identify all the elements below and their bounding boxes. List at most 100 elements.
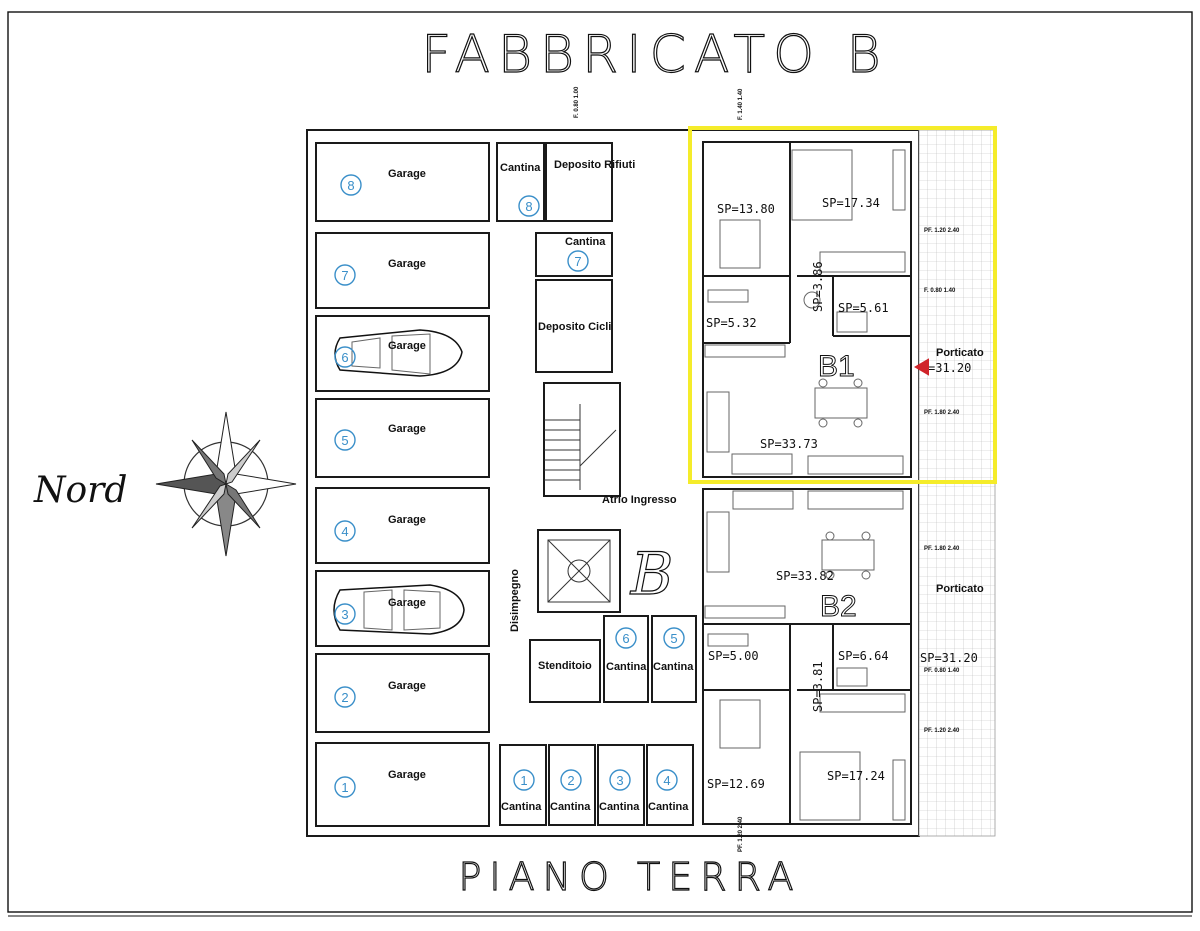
cantina-7-room (535, 232, 613, 277)
unit-b1-area-camera1: SP=17.34 (822, 196, 880, 210)
cantina-1-room (499, 744, 547, 826)
cantina-4-label: Cantina (648, 801, 689, 813)
cantina-2-number: 2 (567, 773, 574, 788)
unit-b2-area-camera2: SP=12.69 (707, 777, 765, 791)
window-mark: PF. 1.20 2.40 (738, 816, 744, 852)
cantina-3-room (597, 744, 645, 826)
unit-b2-area-bagno1: SP=6.64 (838, 649, 889, 663)
unit-b2-area-bagno2: SP=5.00 (708, 649, 759, 663)
unit-b1-porticato-label: Porticato (936, 347, 984, 359)
unit-b2-area-camera1: SP=17.24 (827, 769, 885, 783)
cantina-4-room (646, 744, 694, 826)
garage-number: 6 (341, 350, 348, 365)
compass-label: Nord (33, 470, 127, 511)
core-letter: B (630, 540, 674, 608)
garage-number: 2 (341, 690, 348, 705)
garage-number: 4 (341, 524, 348, 539)
cantina-8-room (496, 142, 545, 222)
garage-number: 3 (341, 607, 348, 622)
elevator-icon (537, 529, 621, 613)
stenditoio-room (529, 639, 601, 703)
car-icon (333, 584, 465, 635)
cantina-7-number: 7 (574, 254, 581, 269)
unit-b2-area-soggiorno: SP=33.82 (776, 569, 834, 583)
unit-b1-area-soggiorno: SP=33.73 (760, 437, 818, 451)
garage-number: 8 (347, 178, 354, 193)
deposito-cicli-room (535, 279, 613, 373)
unit-b1-highlight (688, 126, 997, 484)
unit-b1-area-bagno2: SP=5.32 (706, 316, 757, 330)
garage-label: Garage (388, 514, 426, 526)
cantina-5-label: Cantina (653, 661, 694, 673)
stenditoio-label: Stenditoio (538, 660, 592, 672)
cantina-3-label: Cantina (599, 801, 640, 813)
cantina-5-room (651, 615, 697, 703)
unit-b2-porticato-area: SP=31.20 (920, 651, 978, 665)
unit-b1-area-camera2: SP=13.80 (717, 202, 775, 216)
cantina-6-room (603, 615, 649, 703)
atrio-label: Atrio Ingresso (602, 494, 677, 506)
unit-b1-area-bagno1: SP=5.61 (838, 301, 889, 315)
disimpegno-label: Disimpegno (509, 569, 521, 632)
garage-number: 7 (341, 268, 348, 283)
garage-label: Garage (388, 168, 426, 180)
unit-b2-area-disimpegno: SP=3.81 (811, 661, 825, 712)
garage-5: Garage 5 (334, 423, 426, 451)
unit-b2-walls (703, 623, 911, 824)
unit-b2-name: B2 (820, 590, 857, 623)
unit-b2-shell (702, 488, 912, 825)
garage-7: Garage 7 (334, 258, 426, 286)
unit-b1-walls (703, 142, 911, 344)
unit-b1-porticato-area: =31.20 (928, 361, 971, 375)
deposito-cicli-label: Deposito Cicli (538, 321, 611, 333)
window-mark: PF. 1.80 2.40 (924, 546, 960, 552)
sheet-border (7, 11, 1193, 913)
unit-b1-area-disimpegno: SP=3.86 (811, 261, 825, 312)
compass-rose-icon (155, 411, 297, 557)
cantina-2-room (548, 744, 596, 826)
window-mark: PF. 1.20 2.40 (924, 228, 960, 234)
cantina-8-label: Cantina (500, 162, 541, 174)
staircase-icon (543, 382, 621, 497)
unit-b1-furniture (704, 149, 906, 475)
garage-block (315, 142, 490, 827)
cantina-4-number: 4 (663, 773, 670, 788)
garage-number: 5 (341, 433, 348, 448)
cantina-6-number: 6 (622, 631, 629, 646)
garage-label: Garage (388, 258, 426, 270)
cantina-7-label: Cantina (565, 236, 606, 248)
garage-3: Garage 3 (333, 584, 465, 635)
garage-6: Garage 6 (334, 329, 463, 377)
window-mark: F. 0.80 1.00 (574, 86, 580, 118)
plan-subtitle: PIANO TERRA (458, 855, 801, 899)
garage-4: Garage 4 (334, 514, 426, 542)
garage-1: Garage 1 (334, 769, 426, 798)
plan-title: FABBRICATO B (421, 25, 888, 85)
window-mark: F. 0.80 1.40 (924, 288, 956, 294)
garage-label: Garage (388, 680, 426, 692)
deposito-rifiuti-label: Deposito Rifiuti (554, 159, 635, 171)
unit-b1-shell (702, 141, 912, 478)
cantina-5-number: 5 (670, 631, 677, 646)
cantina-1-number: 1 (520, 773, 527, 788)
unit-b2-porticato-label: Porticato (936, 583, 984, 595)
garage-number: 1 (341, 780, 348, 795)
garage-label: Garage (388, 423, 426, 435)
garage-label: Garage (388, 340, 426, 352)
cantina-2-label: Cantina (550, 801, 591, 813)
marker-arrow-icon (914, 358, 929, 376)
garage-8: Garage 8 (340, 168, 426, 196)
cantina-8-number: 8 (525, 199, 532, 214)
window-mark: PF. 1.80 2.40 (924, 410, 960, 416)
cantina-3-number: 3 (616, 773, 623, 788)
cantina-1-label: Cantina (501, 801, 542, 813)
window-mark: PF. 0.80 1.40 (924, 668, 960, 674)
unit-b1-name: B1 (818, 350, 855, 383)
garage-label: Garage (388, 597, 426, 609)
garage-label: Garage (388, 769, 426, 781)
cantina-6-label: Cantina (606, 661, 647, 673)
garage-2: Garage 2 (334, 680, 426, 708)
deposito-rifiuti-room (545, 142, 613, 222)
window-mark: F. 1.40 1.40 (738, 88, 744, 120)
